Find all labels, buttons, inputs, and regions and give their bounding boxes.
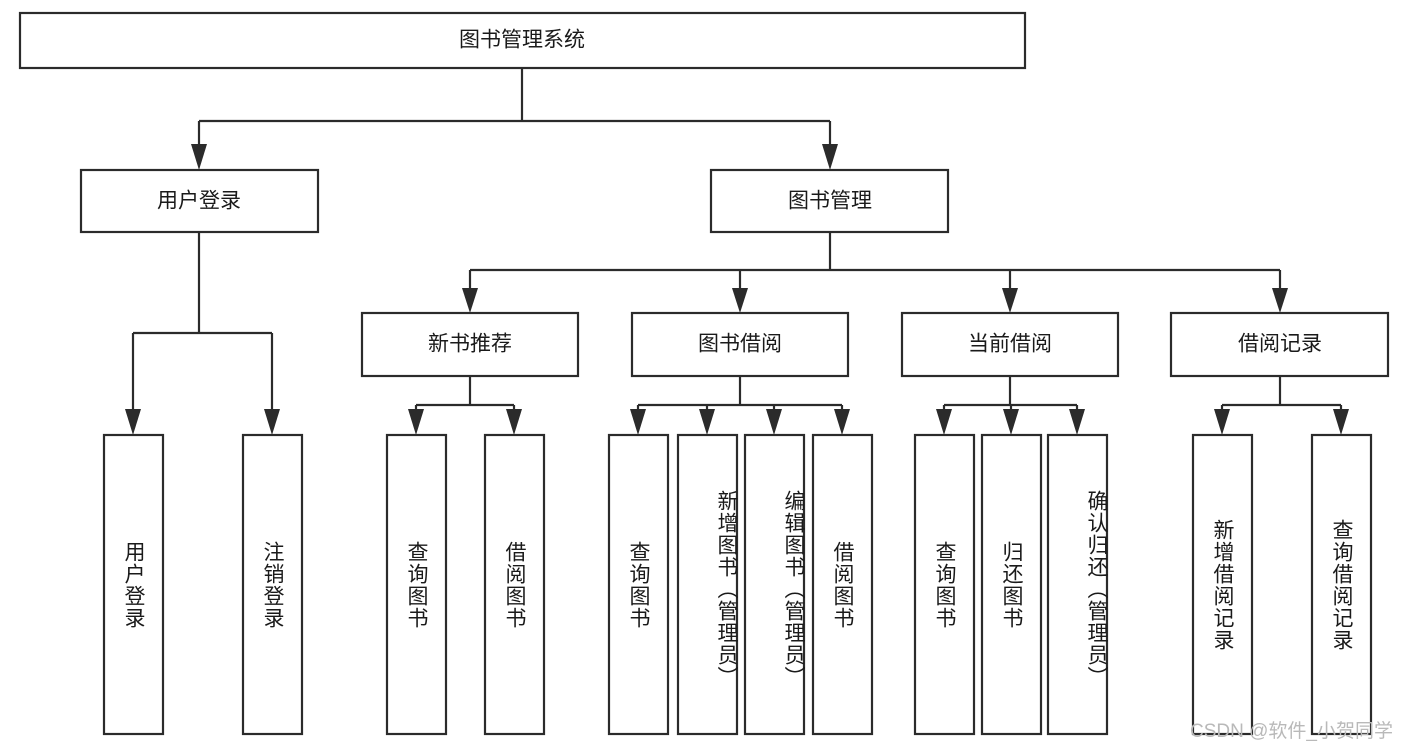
node-borrow-record-box[interactable]: [1169, 311, 1390, 378]
node-new-book-recommend-box[interactable]: [360, 311, 580, 378]
connector-user-login-to-leaves: [125, 232, 280, 435]
connector-current-borrow-to-leaves: [936, 376, 1085, 435]
node-user-login[interactable]: 用户登录: [79, 168, 320, 234]
node-user-login-box[interactable]: [79, 168, 320, 234]
leaf-box-book-borrow-edit[interactable]: [743, 433, 806, 736]
leaf-box-user-login-login[interactable]: [102, 433, 165, 736]
node-borrow-record-label: 借阅记录: [1238, 333, 1322, 356]
arrow-head-new-book-leaf2: [506, 409, 522, 435]
node-user-login-label: 用户登录: [157, 190, 241, 213]
arrow-head-current-borrow: [1002, 288, 1018, 313]
arrow-head-book-borrow-leaf3: [766, 409, 782, 435]
arrow-head-user-login-leaf2: [264, 409, 280, 435]
node-book-borrow-label: 图书借阅: [698, 333, 782, 356]
arrow-head-book-borrow-leaf2: [699, 409, 715, 435]
leaf-box-user-login-logout[interactable]: [241, 433, 304, 736]
leaf-box-record-query[interactable]: [1310, 433, 1373, 736]
connector-root-to-level1: [191, 68, 838, 170]
arrow-head-new-book-leaf1: [408, 409, 424, 435]
watermark-text: CSDN @软件_小贺同学: [1190, 721, 1393, 742]
leaf-box-book-borrow-lend[interactable]: [811, 433, 874, 736]
node-book-manage[interactable]: 图书管理: [709, 168, 950, 234]
node-new-book-recommend-label: 新书推荐: [428, 333, 512, 356]
leaf-box-new-book-query[interactable]: [385, 433, 448, 736]
leaf-box-record-add[interactable]: [1191, 433, 1254, 736]
leaf-box-current-borrow-query[interactable]: [913, 433, 976, 736]
connector-book-borrow-to-leaves: [630, 376, 850, 435]
node-current-borrow-box[interactable]: [900, 311, 1120, 378]
leaf-box-current-borrow-confirm[interactable]: [1046, 433, 1109, 736]
connector-new-book-to-leaves: [408, 376, 522, 435]
arrow-head-current-borrow-leaf3: [1069, 409, 1085, 435]
arrow-head-current-borrow-leaf2: [1003, 409, 1019, 435]
arrow-head-user-login: [191, 144, 207, 170]
node-current-borrow[interactable]: 当前借阅: [900, 311, 1120, 378]
connector-borrow-record-to-leaves: [1214, 376, 1349, 435]
arrow-head-current-borrow-leaf1: [936, 409, 952, 435]
node-current-borrow-label: 当前借阅: [968, 333, 1052, 356]
node-new-book-recommend[interactable]: 新书推荐: [360, 311, 580, 378]
arrow-head-book-borrow: [732, 288, 748, 313]
leaf-box-new-book-borrow[interactable]: [483, 433, 546, 736]
connector-book-manage-to-level2: [462, 232, 1288, 313]
node-root-system-box[interactable]: [18, 11, 1027, 70]
node-book-borrow[interactable]: 图书借阅: [630, 311, 850, 378]
arrow-head-book-manage: [822, 144, 838, 170]
arrow-head-new-book: [462, 288, 478, 313]
arrow-head-borrow-record-leaf1: [1214, 409, 1230, 435]
arrow-head-user-login-leaf1: [125, 409, 141, 435]
node-book-manage-box[interactable]: [709, 168, 950, 234]
node-root-system[interactable]: 图书管理系统: [18, 11, 1027, 70]
arrow-head-book-borrow-leaf4: [834, 409, 850, 435]
node-book-manage-label: 图书管理: [788, 190, 872, 213]
leaf-box-book-borrow-add[interactable]: [676, 433, 739, 736]
arrow-head-book-borrow-leaf1: [630, 409, 646, 435]
leaf-box-book-borrow-query[interactable]: [607, 433, 670, 736]
node-root-system-label: 图书管理系统: [459, 29, 585, 52]
leaf-box-current-borrow-return[interactable]: [980, 433, 1043, 736]
node-borrow-record[interactable]: 借阅记录: [1169, 311, 1390, 378]
arrow-head-borrow-record: [1272, 288, 1288, 313]
arrow-head-borrow-record-leaf2: [1333, 409, 1349, 435]
node-book-borrow-box[interactable]: [630, 311, 850, 378]
